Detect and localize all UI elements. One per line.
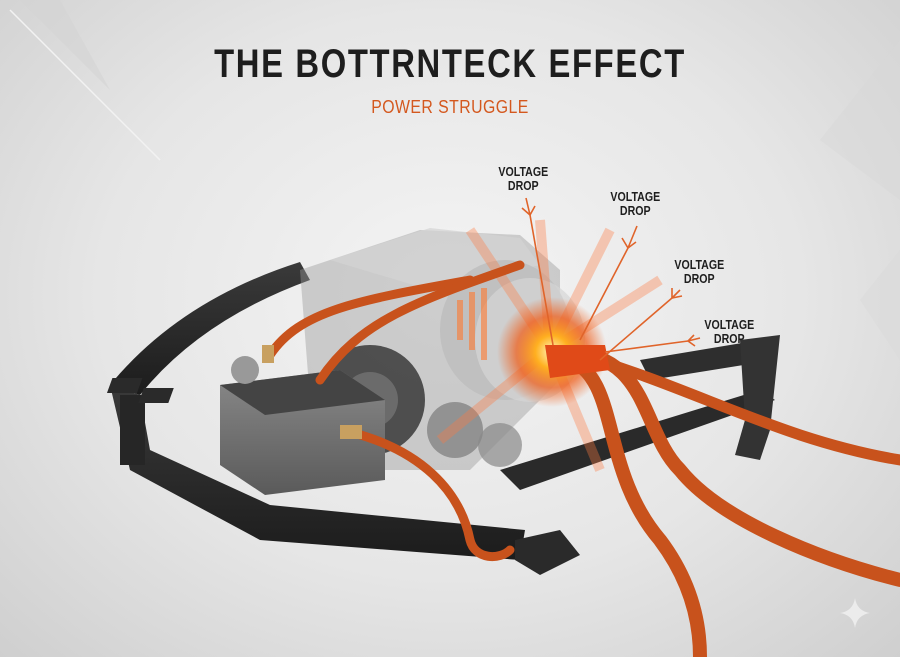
cable-connector: [545, 345, 610, 378]
callout-arrows: [521, 197, 701, 361]
battery-terminal: [340, 425, 362, 439]
orange-cables: [265, 260, 900, 657]
chassis-frame: [110, 262, 780, 575]
battery: [106, 356, 385, 495]
callout-voltage-drop-2: VOLTAGE DROP: [610, 190, 661, 218]
page-subtitle: POWER STRUGGLE: [371, 97, 529, 117]
page-title: THE BOTTRNTECK EFFECT: [214, 42, 686, 86]
callout-voltage-drop-1: VOLTAGE DROP: [498, 165, 549, 193]
callout-voltage-drop-3: VOLTAGE DROP: [674, 258, 725, 286]
sparkle-icon: [840, 598, 870, 628]
callout-voltage-drop-4: VOLTAGE DROP: [704, 318, 755, 346]
